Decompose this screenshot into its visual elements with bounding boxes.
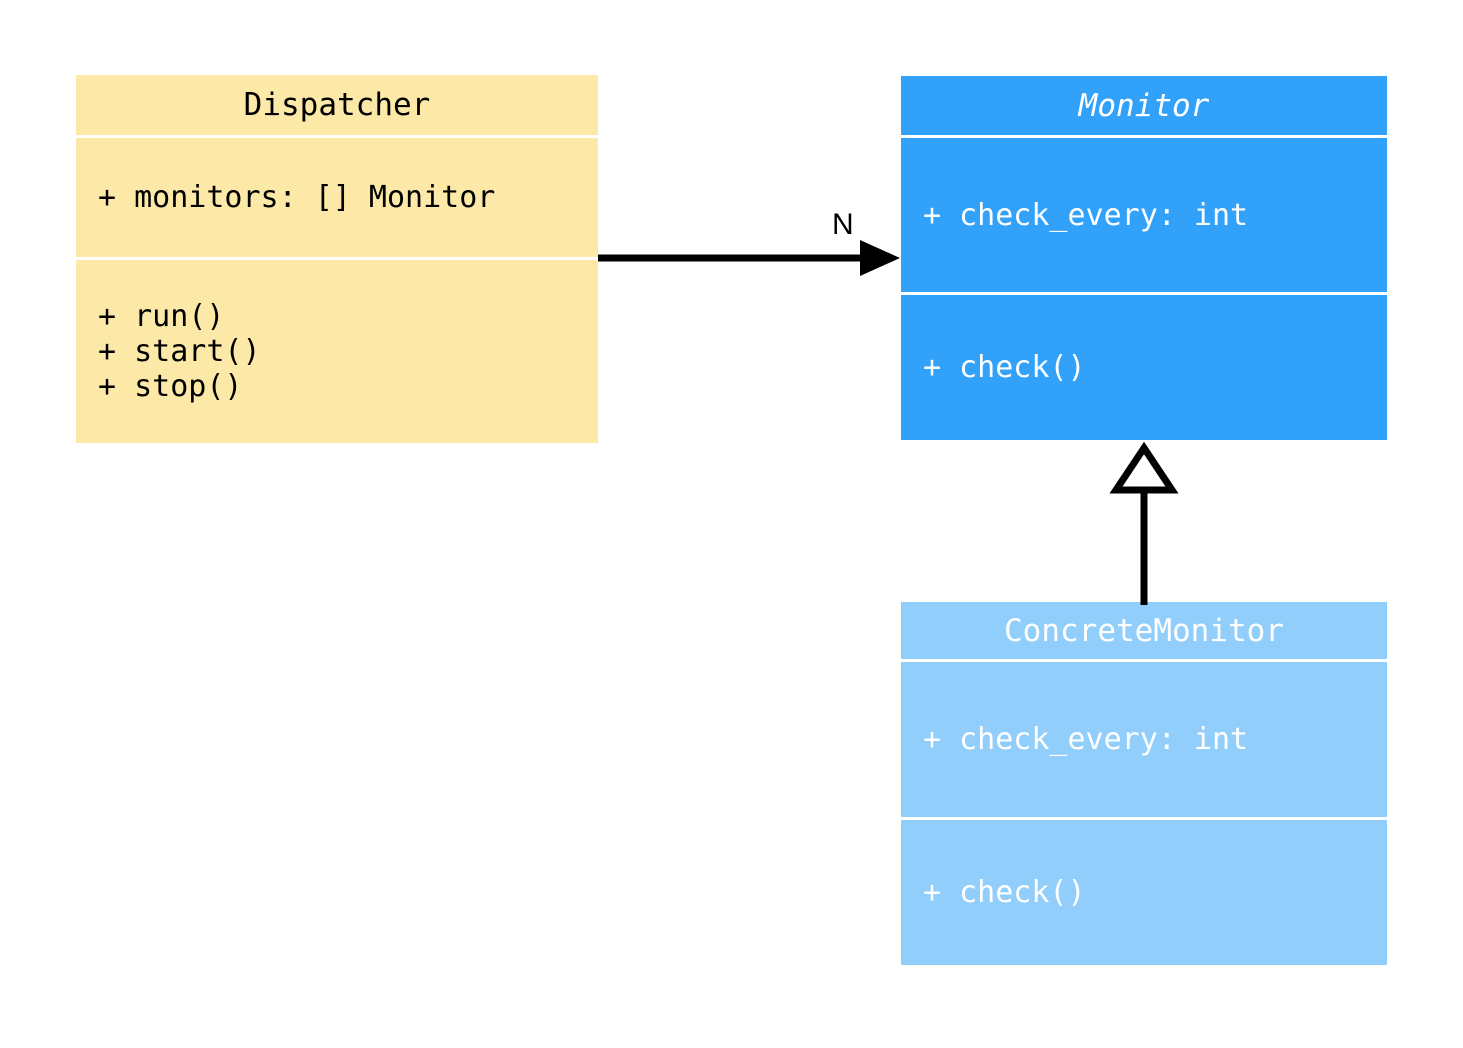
method-row: + check() bbox=[923, 350, 1086, 385]
class-attributes-monitor: + check_every: int bbox=[901, 138, 1387, 292]
method-row: + stop() bbox=[98, 369, 243, 404]
class-methods-concretemonitor: + check() bbox=[901, 820, 1387, 965]
class-methods-dispatcher: + run() + start() + stop() bbox=[76, 260, 598, 443]
class-methods-monitor: + check() bbox=[901, 295, 1387, 440]
uml-class-dispatcher[interactable]: Dispatcher + monitors: [] Monitor + run(… bbox=[76, 75, 598, 443]
association-arrowhead-filled-triangle bbox=[860, 240, 900, 276]
class-title-monitor: Monitor bbox=[901, 76, 1387, 135]
uml-class-monitor[interactable]: Monitor + check_every: int + check() bbox=[901, 76, 1387, 443]
uml-class-concretemonitor[interactable]: ConcreteMonitor + check_every: int + che… bbox=[901, 602, 1387, 968]
association-multiplicity-label: N bbox=[832, 208, 854, 241]
inheritance-arrowhead-hollow-triangle bbox=[1109, 441, 1179, 494]
inheritance-arrow-concretemonitor-to-monitor bbox=[1109, 441, 1179, 605]
method-row: + check() bbox=[923, 875, 1086, 910]
class-attributes-dispatcher: + monitors: [] Monitor bbox=[76, 138, 598, 257]
attribute-row: + monitors: [] Monitor bbox=[98, 180, 496, 215]
class-attributes-concretemonitor: + check_every: int bbox=[901, 662, 1387, 817]
class-title-dispatcher: Dispatcher bbox=[76, 75, 598, 135]
attribute-row: + check_every: int bbox=[923, 722, 1249, 757]
method-row: + start() bbox=[98, 334, 261, 369]
attribute-row: + check_every: int bbox=[923, 197, 1249, 233]
class-title-concretemonitor: ConcreteMonitor bbox=[901, 602, 1387, 659]
method-row: + run() bbox=[98, 299, 225, 334]
association-arrow-dispatcher-to-monitor bbox=[598, 240, 900, 276]
